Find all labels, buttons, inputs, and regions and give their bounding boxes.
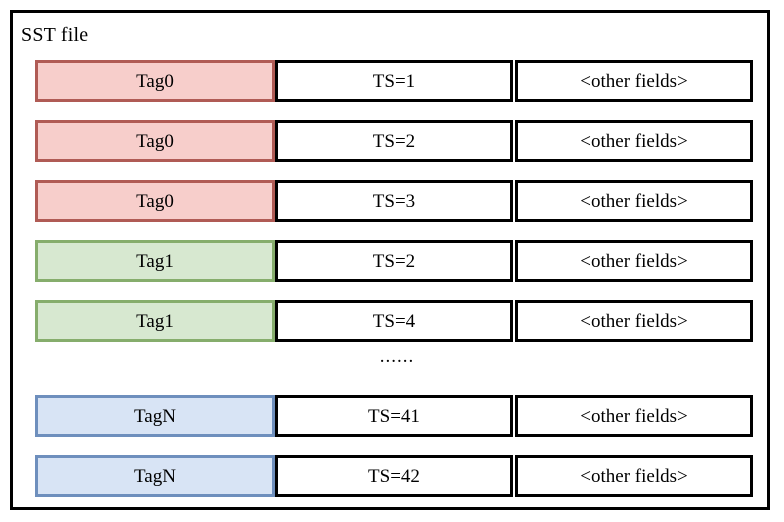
row-other-fields-cell: <other fields> bbox=[515, 60, 753, 102]
row-timestamp-cell: TS=42 bbox=[275, 455, 513, 497]
row-timestamp-cell: TS=4 bbox=[275, 300, 513, 342]
row-tag-cell: TagN bbox=[35, 395, 275, 437]
row-other-fields-cell: <other fields> bbox=[515, 180, 753, 222]
ellipsis-dots: ...... bbox=[379, 345, 415, 367]
row-timestamp-cell: TS=2 bbox=[275, 240, 513, 282]
row-timestamp-cell: TS=3 bbox=[275, 180, 513, 222]
row-tag-cell: Tag0 bbox=[35, 180, 275, 222]
row-other-fields-cell: <other fields> bbox=[515, 120, 753, 162]
row-tag-cell: Tag0 bbox=[35, 120, 275, 162]
row-tag-cell: Tag1 bbox=[35, 300, 275, 342]
ellipsis-row: ...... bbox=[13, 344, 767, 368]
row-tag-cell: Tag0 bbox=[35, 60, 275, 102]
row-timestamp-cell: TS=1 bbox=[275, 60, 513, 102]
row-tag-cell: Tag1 bbox=[35, 240, 275, 282]
row-timestamp-cell: TS=2 bbox=[275, 120, 513, 162]
row-other-fields-cell: <other fields> bbox=[515, 395, 753, 437]
row-timestamp-cell: TS=41 bbox=[275, 395, 513, 437]
row-tag-cell: TagN bbox=[35, 455, 275, 497]
row-other-fields-cell: <other fields> bbox=[515, 300, 753, 342]
row-other-fields-cell: <other fields> bbox=[515, 455, 753, 497]
row-other-fields-cell: <other fields> bbox=[515, 240, 753, 282]
sst-file-title: SST file bbox=[21, 24, 89, 46]
